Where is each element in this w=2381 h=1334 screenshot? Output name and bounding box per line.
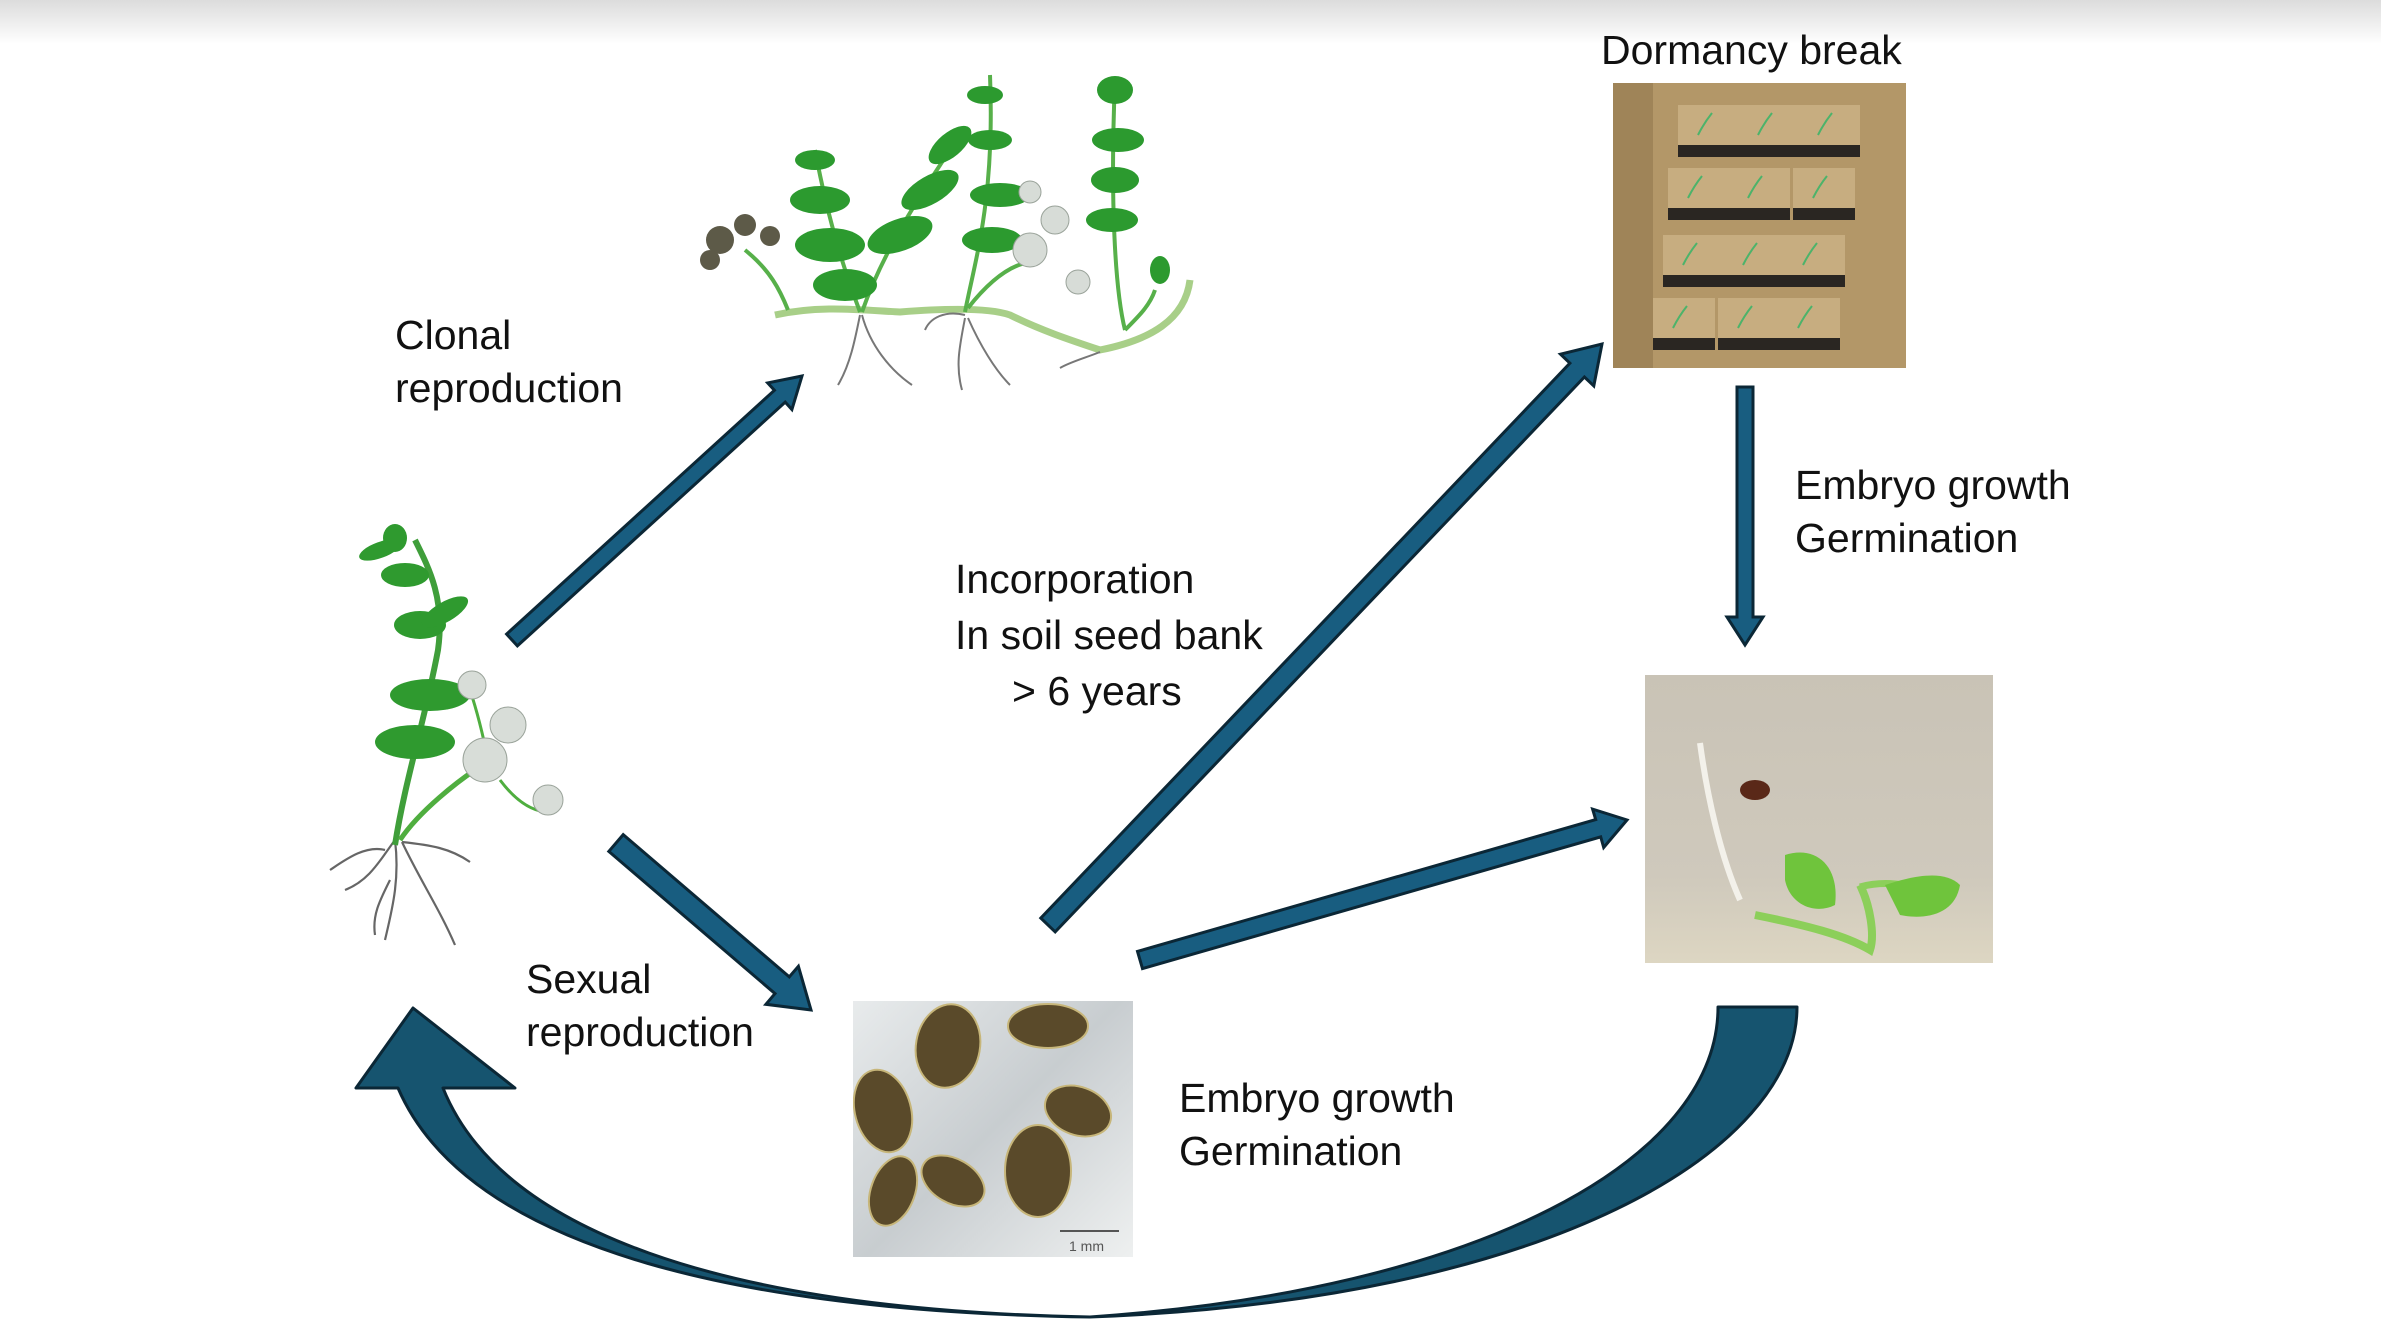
sexual-reproduction-label: Sexual reproduction [526,953,754,1059]
pot-top [1723,235,1785,275]
pot-top [1798,105,1860,145]
sprout [1797,305,1813,329]
sexual-arrow [606,832,814,1012]
pot-top [1668,168,1730,208]
sprout [1757,112,1773,136]
pot-top [1678,105,1740,145]
embryo-lower-line-1: Embryo growth [1179,1075,1455,1121]
embryo-upper-line-1: Embryo growth [1795,462,2071,508]
top-shadow [0,0,2381,44]
sprout [1812,175,1828,199]
cycle-return-curved-arrow [354,1005,1799,1319]
sprout [1742,242,1758,266]
clonal-line-1: Clonal [395,312,512,358]
seed-bank-line-3: > 6 years [1012,668,1182,714]
clonal-reproduction-label: Clonal reproduction [395,309,623,415]
sprout [1747,175,1763,199]
pot-top [1718,298,1780,338]
sprout [1687,175,1703,199]
embryo-upper-line-2: Germination [1795,515,2019,561]
germination-arrow [1724,385,1766,648]
pot-top [1728,168,1790,208]
sprout [1817,112,1833,136]
sexual-line-2: reproduction [526,1009,754,1055]
pots-grid [1613,83,1906,368]
dormancy-break-label: Dormancy break [1601,24,1902,77]
scale-bar-label: 1 mm [1069,1238,1104,1254]
pot-top [1793,168,1855,208]
embryo-growth-lower-label: Embryo growth Germination [1179,1072,1455,1178]
clonal-line-2: reproduction [395,365,623,411]
sprout [1682,242,1698,266]
embryo-lower-line-2: Germination [1179,1128,1403,1174]
seed-bank-line-1: Incorporation [955,556,1195,602]
seed-bank-label: Incorporation In soil seed bank > 6 year… [955,551,1263,719]
seeds-image: 1 mm [853,1001,1133,1257]
pot-top [1663,235,1725,275]
seeds-to-seedling-arrow [1135,806,1630,971]
embryo-growth-upper-label: Embryo growth Germination [1795,459,2071,565]
sprout [1737,305,1753,329]
dormancy-break-text: Dormancy break [1601,27,1902,73]
clonal-arrow [504,374,805,649]
sexual-line-1: Sexual [526,956,652,1002]
sprout [1802,242,1818,266]
seedling-image [1645,675,1993,963]
seed-bank-arrow [1038,341,1604,935]
sprout [1697,112,1713,136]
pot-top [1738,105,1800,145]
pot-top [1653,298,1715,338]
pot-top [1783,235,1845,275]
dormancy-pots-image [1613,83,1906,368]
seed-bank-line-2: In soil seed bank [955,612,1263,658]
sprout [1672,305,1688,329]
pot-top [1778,298,1840,338]
